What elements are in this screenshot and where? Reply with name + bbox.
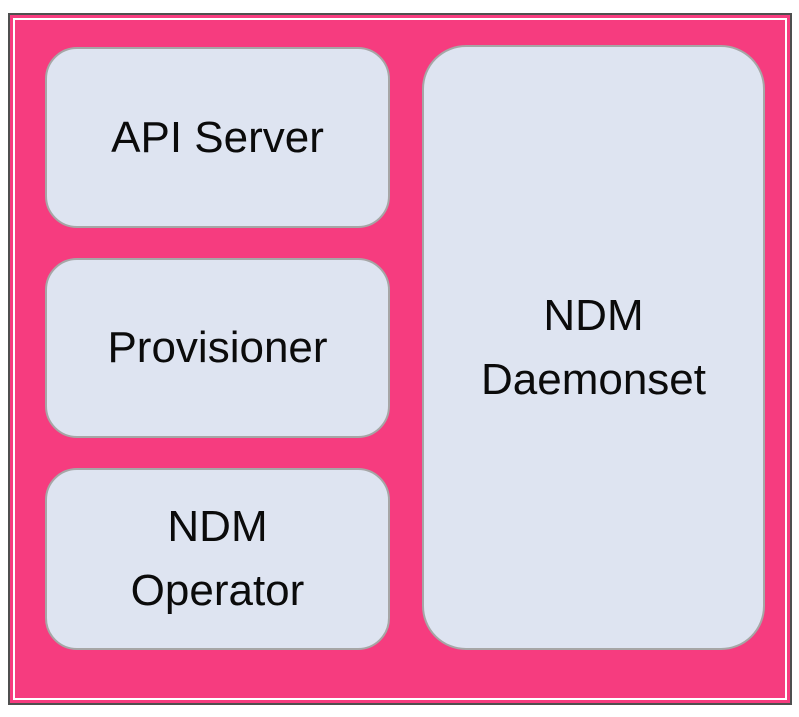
node-ndm-daemonset-label-line-1: NDM [543,290,644,340]
node-provisioner-label: Provisioner [107,323,328,373]
node-ndm-daemonset: NDM Daemonset [422,45,765,650]
node-ndm-operator-label-line-2: Operator [130,566,305,615]
node-provisioner: Provisioner [45,258,390,438]
node-ndm-daemonset-label-line-2: Daemonset [480,354,706,404]
cluster-frame-inner-line [13,18,787,700]
node-ndm-operator-label-line-1: NDM [167,502,268,552]
node-api-server-label: API Server [111,112,324,162]
node-ndm-operator: NDM Operator [45,468,390,650]
node-api-server: API Server [45,47,390,228]
